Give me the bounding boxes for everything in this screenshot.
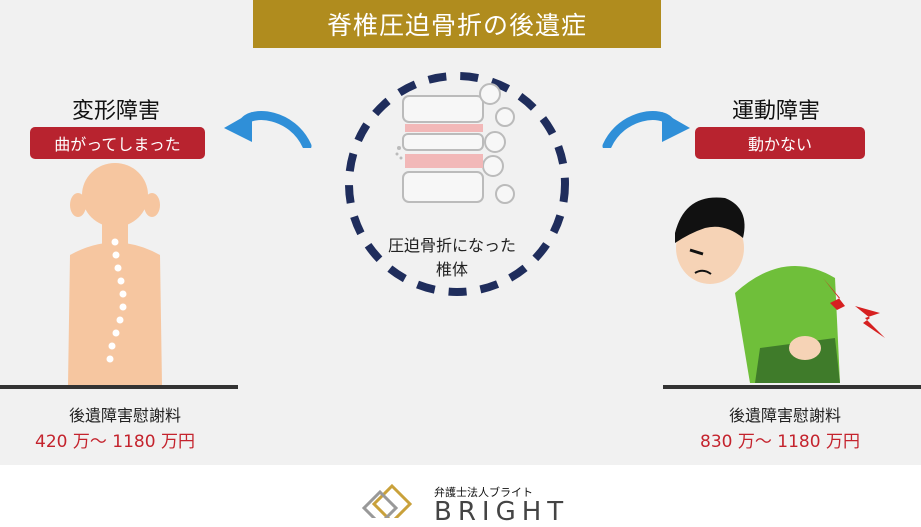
- back-pain-person-illustration: [675, 197, 885, 383]
- right-price: 830 万～ 1180 万円: [700, 432, 860, 452]
- right-consolation-label: 後遺障害慰謝料: [728, 406, 841, 425]
- center-label-line2: 椎体: [435, 260, 468, 279]
- brand-name: BRIGHT: [434, 497, 570, 527]
- bright-logo-icon: [361, 484, 413, 518]
- right-badge: 動かない: [695, 127, 865, 159]
- brand-company: 弁護士法人ブライト: [434, 486, 533, 499]
- vertebra-icon: [395, 83, 515, 204]
- curved-spine-person-illustration: [68, 163, 162, 385]
- left-arrow-icon: [224, 111, 312, 148]
- left-price: 420 万～ 1180 万円: [35, 432, 195, 452]
- left-consolation-label: 後遺障害慰謝料: [68, 406, 181, 425]
- center-label: 圧迫骨折になった 椎体: [352, 234, 552, 282]
- center-label-line1: 圧迫骨折になった: [387, 236, 516, 255]
- dashed-circle: [345, 72, 569, 296]
- page-title: 脊椎圧迫骨折の後遺症: [253, 0, 661, 48]
- footer: [0, 465, 921, 518]
- right-heading: 運動障害: [732, 99, 821, 124]
- right-floor-line: [663, 385, 921, 389]
- left-heading: 変形障害: [72, 99, 161, 124]
- left-floor-line: [0, 385, 238, 389]
- left-badge: 曲がってしまった: [30, 127, 205, 159]
- right-arrow-icon: [602, 111, 690, 148]
